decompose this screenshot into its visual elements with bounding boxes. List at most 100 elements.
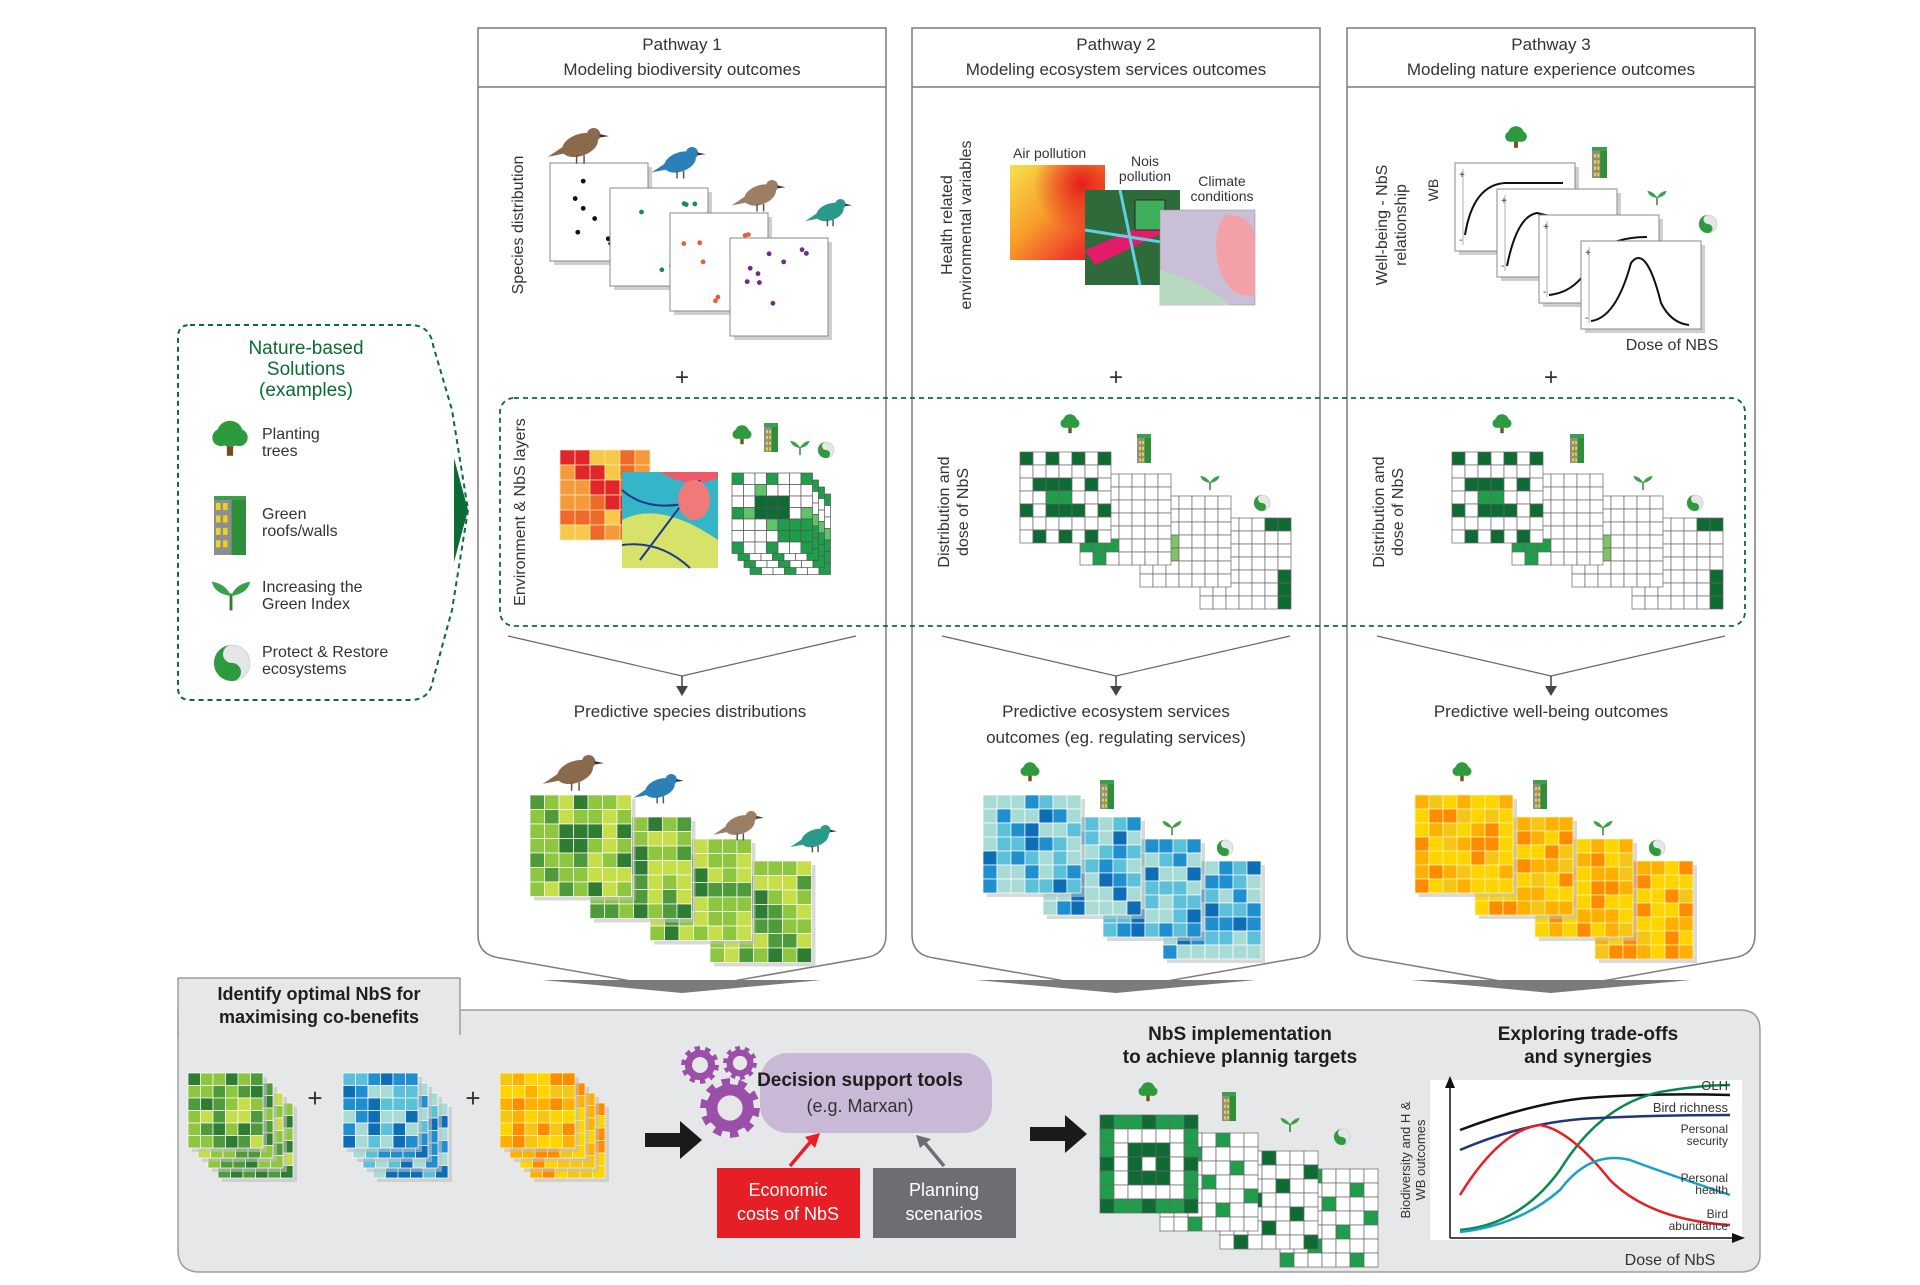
grid-cell — [1516, 490, 1531, 505]
grid-cell — [982, 864, 998, 880]
grid-cell — [1550, 486, 1565, 501]
grid-cell — [1349, 1196, 1365, 1212]
grid-cell — [1696, 517, 1711, 532]
wb-curve — [1464, 182, 1563, 236]
grid-cell — [982, 794, 998, 810]
grid-cell — [676, 889, 692, 905]
grid-cell — [1232, 902, 1248, 918]
grid-cell — [589, 509, 606, 526]
arrow-to-implementation — [1030, 1115, 1087, 1153]
grid-cell — [524, 1122, 538, 1136]
grid-cell — [587, 867, 603, 883]
grid-cell — [1277, 530, 1292, 545]
grid-cell — [1155, 1170, 1171, 1186]
grid-cell — [1066, 878, 1082, 894]
grid-cell — [250, 1097, 264, 1111]
grid-cell — [342, 1122, 356, 1136]
grid-cell — [1232, 860, 1248, 876]
protect-restore-icon — [213, 644, 251, 682]
grid-cell — [1204, 902, 1220, 918]
kingfisher-icon — [651, 147, 706, 179]
grid-cell — [200, 1110, 214, 1124]
grid-cell — [380, 1135, 394, 1149]
grid-cell — [1098, 858, 1114, 874]
grid-cell — [662, 889, 678, 905]
nbs-item-label-line: ecosystems — [262, 661, 346, 678]
grid-cell — [1529, 451, 1544, 466]
grid-cell — [1157, 473, 1172, 488]
grid-cell — [559, 464, 576, 481]
map-layer — [529, 794, 632, 897]
bird-tail — [790, 839, 804, 848]
grid-cell — [1563, 499, 1578, 514]
grid-cell — [1678, 944, 1694, 960]
grid-cell — [187, 1085, 201, 1099]
grid-cell — [693, 838, 709, 854]
tree-icon — [1505, 126, 1527, 148]
grid-cell — [754, 472, 767, 485]
grid-cell — [1127, 1170, 1143, 1186]
building-window — [1102, 798, 1104, 802]
grid-cell — [1644, 595, 1659, 610]
grid-cell — [777, 484, 790, 497]
grid-cell — [1618, 908, 1634, 924]
grid-cell — [537, 1085, 551, 1099]
grid-cell — [604, 903, 620, 919]
grid-cell — [392, 1097, 406, 1111]
building-window — [223, 515, 228, 523]
grid-cell — [1490, 516, 1505, 531]
grid-cell — [1178, 521, 1193, 536]
grid-cell — [1534, 922, 1550, 938]
grid-cell — [743, 495, 756, 508]
grid-cell — [1232, 916, 1248, 932]
grid-cell — [573, 852, 589, 868]
grid-cell — [1118, 525, 1133, 540]
nbs-item-label-line: Green — [262, 506, 306, 523]
grid-cell — [1032, 490, 1047, 505]
grid-cell — [1071, 477, 1086, 492]
pathway-mid-axis-line: Distribution and — [1371, 456, 1388, 567]
grid-cell — [367, 1110, 381, 1124]
noise-pollution-label-line: pollution — [1119, 168, 1171, 184]
gear-icon — [681, 1046, 719, 1084]
pathway-mid-axis-line: dose of NbS — [1390, 468, 1407, 556]
grid-cell — [1649, 495, 1664, 510]
grid-cell — [499, 1085, 513, 1099]
climate-hot-zone — [1216, 215, 1255, 296]
grid-cell — [738, 947, 754, 963]
grid-cell — [1246, 916, 1262, 932]
grid-cell — [753, 860, 769, 876]
grid-cell — [1477, 503, 1492, 518]
grid-cell — [662, 816, 678, 832]
grid-cell — [1442, 794, 1458, 810]
grid-cell — [587, 809, 603, 825]
grid-cell — [558, 794, 574, 810]
bottom-green-stack — [187, 1072, 297, 1182]
building-window — [1105, 787, 1108, 791]
grid-cell — [1229, 1188, 1245, 1204]
grid-cell — [1636, 547, 1651, 562]
grid-cell — [1058, 451, 1073, 466]
grid-cell — [1045, 529, 1060, 544]
building-window — [766, 435, 768, 440]
grid-cell — [616, 809, 632, 825]
grid-cell — [1451, 503, 1466, 518]
building-window — [1102, 804, 1104, 808]
grid-cell — [1623, 495, 1638, 510]
grid-cell — [1155, 1142, 1171, 1158]
grid-cell — [1558, 900, 1574, 916]
tree-icon — [1020, 762, 1040, 782]
grid-cell — [587, 794, 603, 810]
grid-cell — [1052, 878, 1068, 894]
species-dot — [745, 232, 751, 238]
grid-cell — [731, 495, 744, 508]
species-dot — [580, 178, 586, 184]
bird-beak — [777, 185, 786, 189]
tree-crown-right — [1070, 418, 1080, 429]
tradeoff-series-label: Bird richness — [1653, 1100, 1729, 1115]
wb-plot — [1580, 240, 1702, 330]
grid-cell — [1098, 872, 1114, 888]
